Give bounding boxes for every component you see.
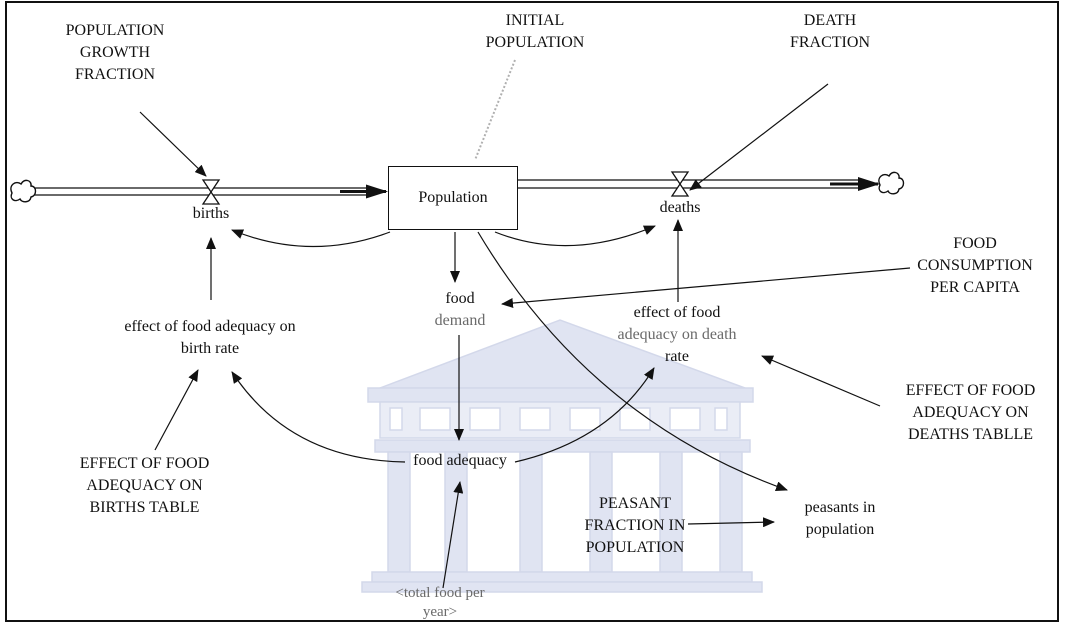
- food-consumption-per-capita-label[interactable]: FOOD CONSUMPTION PER CAPITA: [917, 235, 1033, 296]
- diagram-frame: [5, 1, 1059, 622]
- death-fraction-label[interactable]: DEATH FRACTION: [789, 12, 870, 51]
- outflow-pipe: [518, 177, 880, 191]
- effect-food-adequacy-births-table-label[interactable]: EFFECT OF FOOD ADEQUACY ON BIRTHS TABLE: [79, 455, 210, 516]
- peasant-fraction-in-population-label[interactable]: PEASANT FRACTION IN POPULATION: [584, 495, 686, 556]
- births-rate-label[interactable]: births: [192, 205, 230, 222]
- inflow-pipe: [30, 184, 388, 199]
- cloud-source-icon: [10, 179, 37, 203]
- population-growth-fraction-label[interactable]: POPULATION GROWTH FRACTION: [65, 22, 165, 83]
- valve-icon: [670, 171, 690, 197]
- effect-food-adequacy-deaths-table-label[interactable]: EFFECT OF FOOD ADEQUACY ON DEATHS TABLLE: [905, 382, 1036, 443]
- population-label: Population: [418, 189, 488, 206]
- initial-population-label[interactable]: INITIAL POPULATION: [485, 12, 585, 51]
- food-adequacy-label[interactable]: food adequacy: [413, 452, 507, 469]
- deaths-rate-label[interactable]: deaths: [659, 199, 701, 216]
- total-food-per-year-label[interactable]: <total food per year>: [395, 585, 485, 620]
- food-demand-label[interactable]: food demand: [434, 290, 486, 329]
- effect-food-adequacy-death-rate-label[interactable]: effect of food adequacy on death rate: [617, 304, 737, 365]
- cloud-sink-icon: [878, 171, 905, 195]
- population-stock[interactable]: Population: [388, 166, 518, 230]
- valve-icon: [201, 179, 221, 205]
- causal-links: [139, 59, 911, 589]
- effect-food-adequacy-birth-rate-label[interactable]: effect of food adequacy on birth rate: [124, 318, 296, 357]
- peasants-in-population-label[interactable]: peasants in population: [804, 499, 876, 538]
